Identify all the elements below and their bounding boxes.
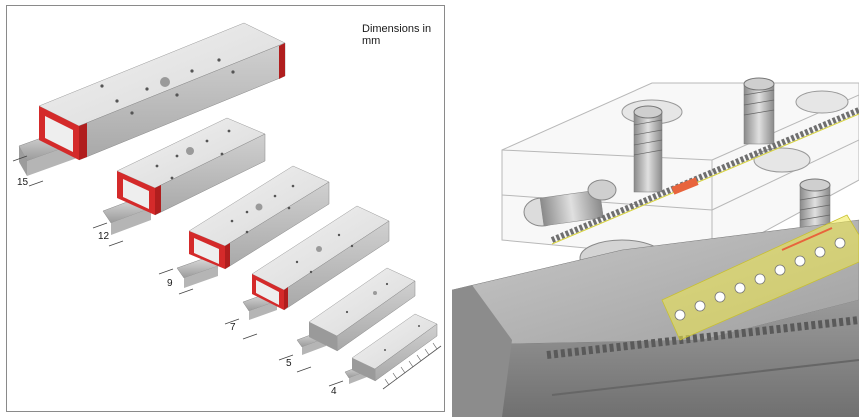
highlighted-ball-retainer	[661, 214, 859, 341]
size-label-9: 9	[167, 278, 173, 289]
scale-ruler	[382, 342, 442, 390]
guide-size-4	[328, 313, 438, 387]
guide-size-9	[158, 165, 330, 295]
guide-size-5	[278, 267, 416, 373]
product-family-panel: Dimensions in mm 15 12 9 7 5 4	[6, 5, 445, 412]
ball-recirculation-chain	[550, 107, 859, 245]
red-retainer-marker	[671, 177, 699, 195]
size-label-12: 12	[98, 231, 110, 242]
guide-rail	[452, 219, 859, 417]
side-screw	[523, 179, 617, 227]
size-label-15: 15	[17, 177, 29, 188]
size-label-4: 4	[331, 386, 337, 397]
carriage-cutaway-illustration	[452, 77, 859, 417]
size-label-5: 5	[286, 358, 292, 369]
guide-family-illustration	[12, 22, 442, 390]
guide-size-12	[92, 117, 266, 247]
cutaway-view-panel	[452, 0, 859, 417]
size-label-7: 7	[230, 322, 236, 333]
guide-size-7	[224, 205, 390, 340]
guide-size-15	[12, 22, 286, 187]
dimensions-label: Dimensions in mm	[362, 23, 432, 47]
